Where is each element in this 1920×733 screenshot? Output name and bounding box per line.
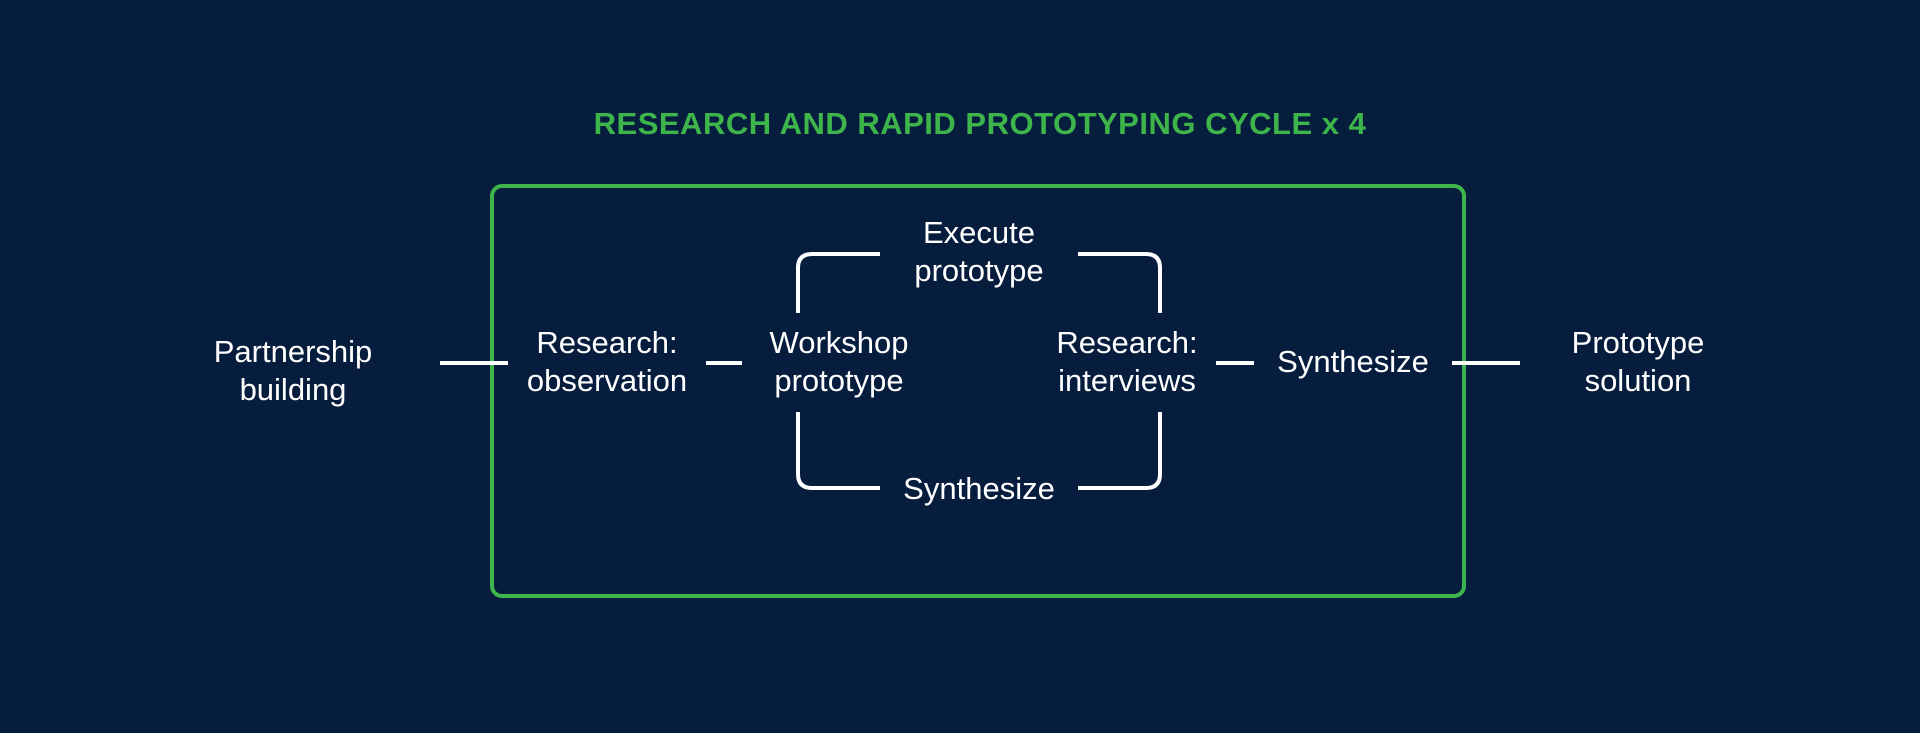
- diagram-title: RESEARCH AND RAPID PROTOTYPING CYCLE x 4: [593, 106, 1367, 141]
- loop-top-right-bracket: [1078, 252, 1162, 313]
- node-line: Synthesize: [1277, 344, 1429, 379]
- node-line: interviews: [1058, 363, 1196, 398]
- node-line: Synthesize: [903, 471, 1055, 506]
- node-line: Research:: [1056, 325, 1198, 360]
- loop-bottom-right-bracket: [1078, 412, 1162, 490]
- node-line: solution: [1584, 363, 1692, 398]
- node-line: prototype: [774, 363, 904, 398]
- node-execute-prototype: Execute prototype: [914, 214, 1043, 290]
- cycle-frame: [490, 184, 1466, 598]
- node-line: Prototype: [1571, 325, 1705, 360]
- loop-top-left-bracket: [796, 252, 880, 313]
- node-line: observation: [526, 363, 688, 398]
- node-line: prototype: [914, 253, 1044, 288]
- node-research-observation: Research: observation: [527, 324, 687, 400]
- node-partnership-building: Partnership building: [214, 333, 373, 409]
- node-line: Execute: [922, 215, 1036, 250]
- node-workshop-prototype: Workshop prototype: [770, 324, 909, 400]
- node-research-interviews: Research: interviews: [1056, 324, 1197, 400]
- node-line: building: [239, 372, 347, 407]
- node-synthesize-loop: Synthesize: [903, 470, 1055, 508]
- node-line: Partnership: [213, 334, 373, 369]
- loop-bottom-left-bracket: [796, 412, 880, 490]
- node-line: Research:: [536, 325, 678, 360]
- node-line: Workshop: [769, 325, 909, 360]
- node-prototype-solution: Prototype solution: [1572, 324, 1705, 400]
- node-synthesize: Synthesize: [1277, 343, 1429, 381]
